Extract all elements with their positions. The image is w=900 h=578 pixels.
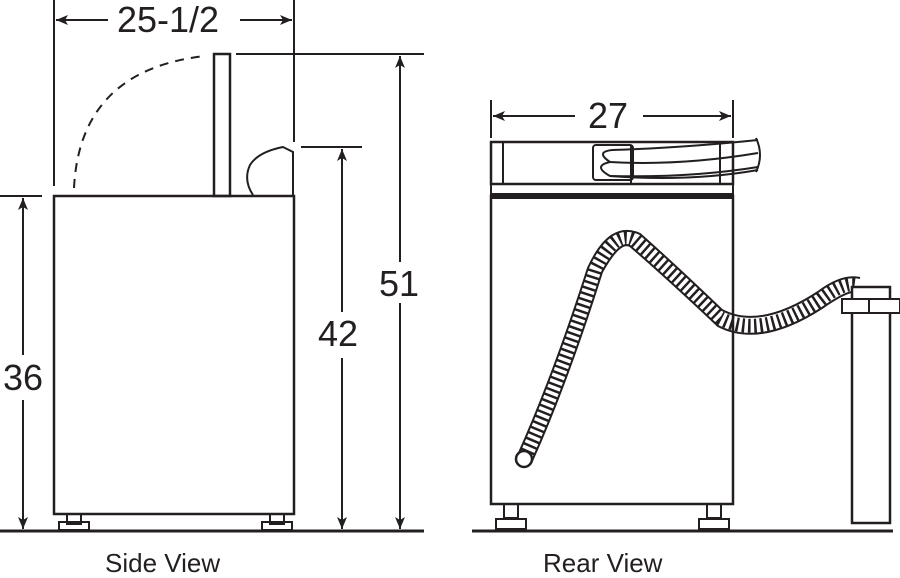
- inlet-hoses: [600, 137, 761, 179]
- rear-feet: [495, 503, 730, 530]
- drain-hose: [518, 230, 861, 461]
- side-view: [0, 0, 424, 533]
- side-feet: [58, 513, 293, 531]
- side-console-height-dimension: 42: [318, 313, 359, 354]
- standpipe: [850, 285, 892, 525]
- rear-view-caption: Rear View: [543, 548, 663, 578]
- side-cabinet: [52, 194, 296, 516]
- side-lid-open-height-dimension: 51: [379, 263, 420, 304]
- side-console: [246, 145, 294, 196]
- side-view-caption: Side View: [105, 548, 221, 578]
- drain-hose-end: [514, 449, 534, 469]
- lid-swing-arc: [73, 55, 206, 189]
- rear-console: [489, 140, 735, 186]
- rear-view: [472, 100, 900, 533]
- rear-width-dimension: 27: [588, 95, 629, 136]
- side-width-dimension: 25-1/2: [117, 0, 220, 40]
- side-cabinet-height-dimension: 36: [3, 357, 44, 398]
- side-lid-open: [212, 52, 232, 198]
